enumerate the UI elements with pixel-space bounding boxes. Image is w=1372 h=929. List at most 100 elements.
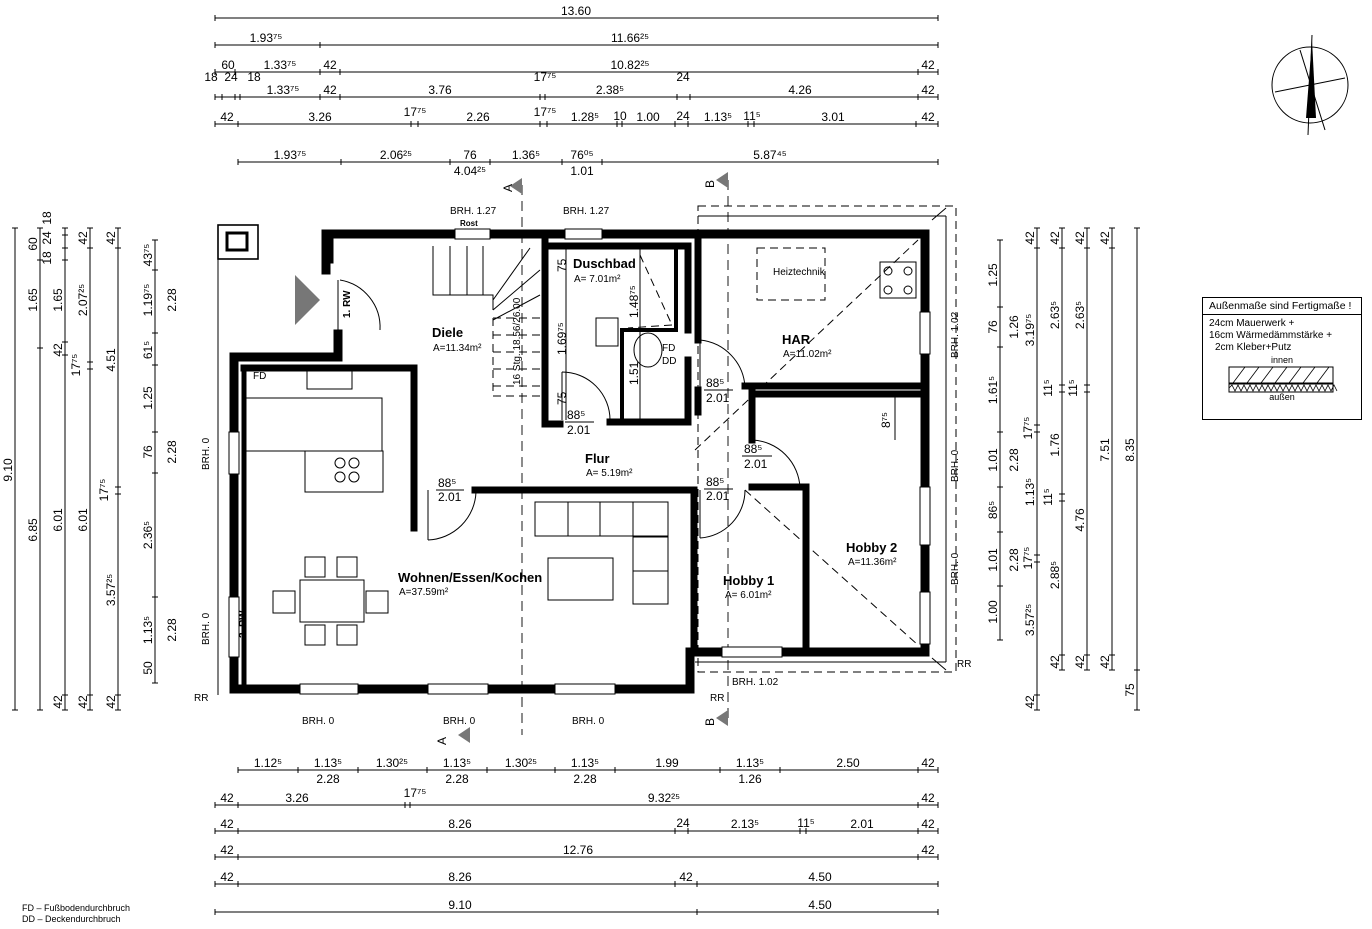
dimension-label: 24 — [676, 816, 690, 830]
bath-dimension: 75 — [555, 258, 569, 272]
dimension-label: 1.25 — [986, 263, 1000, 287]
dimension-label: 17⁷⁵ — [404, 105, 427, 119]
door-width: 88⁵ — [567, 408, 585, 422]
dimension-label: 8.35 — [1123, 438, 1137, 462]
room-name-hobby2: Hobby 2 — [846, 540, 897, 555]
dimension-label: 1.61⁵ — [986, 376, 1000, 404]
dimension-label: 2.63⁵ — [1073, 301, 1087, 329]
dimension-label: 2.28 — [165, 440, 179, 464]
dimension-label: 18 — [40, 251, 54, 265]
grate-label: Rost — [460, 219, 478, 228]
dimension-label: 17⁷⁵ — [97, 479, 111, 502]
room-area-flur: A= 5.19m² — [586, 468, 633, 479]
dimension-label: 1.01 — [570, 164, 594, 178]
dimension-label: 42 — [921, 83, 935, 97]
dimension-label: 2.28 — [1007, 448, 1021, 472]
dimension-label: 42 — [1048, 231, 1062, 245]
note-fd: FD – Fußbodendurchbruch — [22, 903, 131, 913]
section-a-bottom-marker-icon — [458, 727, 470, 743]
annotations: BRH. 1.27 Rost BRH. 1.27 BRH. 0 BRH. 0 B… — [194, 206, 971, 727]
heating-equipment — [694, 239, 919, 646]
dimension-label: 2.28 — [573, 772, 597, 786]
room-area-hobby1: A= 6.01m² — [725, 590, 772, 601]
dimension-label: 1.33⁷⁵ — [264, 58, 297, 72]
chimney — [217, 224, 259, 695]
dimension-label: 42 — [323, 83, 337, 97]
dimension-label: 1.28⁵ — [571, 110, 599, 124]
dimension-label: 4.26 — [788, 83, 812, 97]
dimension-label: 17⁷⁵ — [404, 786, 427, 800]
dimension-label: 18 — [204, 70, 218, 84]
legend-line: 16cm Wärmedämmstärke + — [1209, 330, 1333, 341]
dimension-label: 1.25 — [141, 386, 155, 410]
dimension-label: 18 — [247, 70, 261, 84]
dimension-label: 1.00 — [986, 600, 1000, 624]
dimension-label: 42 — [220, 791, 234, 805]
rr-label: RR — [710, 693, 724, 704]
dimension-label: 17⁷⁵ — [69, 354, 83, 377]
abbreviation-notes: FD – Fußbodendurchbruch DD – Deckendurch… — [22, 903, 130, 925]
room-name-har: HAR — [782, 332, 811, 347]
dimension-label: 42 — [921, 110, 935, 124]
dimension-label: 1.65 — [51, 288, 65, 312]
dimension-label: 18 — [40, 211, 54, 225]
dimension-label: 17⁷⁵ — [1021, 417, 1035, 440]
dimension-label: 42 — [1098, 231, 1112, 245]
dimension-label: 2.01 — [850, 817, 874, 831]
dimension-label: 11⁵ — [1041, 488, 1055, 505]
section-a-top-label: A — [501, 184, 515, 192]
dimension-label: 1.36⁵ — [512, 148, 540, 162]
section-b-bottom-marker-icon — [716, 710, 728, 726]
rr-label: RR — [957, 659, 971, 670]
dimension-label: 3.76 — [428, 83, 452, 97]
dimension-label: 1.26 — [738, 772, 762, 786]
dimension-label: 8.26 — [448, 870, 472, 884]
rr-label: RR — [194, 693, 208, 704]
dimension-label: 11⁵ — [743, 109, 760, 123]
dimension-label: 8.26 — [448, 817, 472, 831]
window-sill-height: BRH. 0 — [950, 449, 961, 482]
window-sill-height: BRH. 1.02 — [732, 677, 779, 688]
dimension-label: 3.01 — [821, 110, 845, 124]
window-sill-height: BRH. 1.27 — [450, 206, 497, 217]
dimension-label: 11⁵ — [797, 816, 814, 830]
dimension-label: 1.76 — [1048, 433, 1062, 457]
dimension-label: 10.82²⁵ — [611, 58, 650, 72]
dimension-label: 1.93⁷⁵ — [274, 148, 307, 162]
kitchen — [245, 368, 384, 493]
entrance-arrow-icon — [295, 275, 320, 325]
dimension-label: 76 — [986, 320, 1000, 334]
dimension-label: 42 — [220, 110, 234, 124]
dimension-label: 50 — [141, 661, 155, 675]
dimension-label: 42 — [921, 843, 935, 857]
dimension-label: 1.13⁵ — [1023, 478, 1037, 506]
dimension-label: 9.32²⁵ — [648, 791, 680, 805]
dimension-label: 42 — [1073, 231, 1087, 245]
room-name-wohnen: Wohnen/Essen/Kochen — [398, 570, 542, 585]
dimension-label: 24 — [676, 109, 690, 123]
dimension-label: 76 — [463, 148, 477, 162]
dimension-label: 2.28 — [445, 772, 469, 786]
bath-dimension: 75 — [555, 391, 569, 405]
sink-icon — [306, 368, 353, 390]
dimension-label: 2.28 — [1007, 548, 1021, 572]
room-area-hobby2: A=11.36m² — [848, 557, 897, 568]
dimension-label: 61⁵ — [141, 341, 155, 359]
dimension-label: 6.01 — [51, 508, 65, 532]
section-b-top-marker-icon — [716, 172, 728, 188]
dimension-label: 42 — [1023, 695, 1037, 709]
dimension-label: 1.13⁵ — [141, 616, 155, 644]
dimension-label: 42 — [220, 870, 234, 884]
window-sill-height: BRH. 0 — [572, 716, 605, 727]
room-name-diele: Diele — [432, 325, 463, 340]
dimension-label: 42 — [220, 843, 234, 857]
dimension-label: 1.26 — [1007, 315, 1021, 339]
dimension-label: 42 — [921, 58, 935, 72]
dimension-label: 3.57²⁵ — [104, 574, 118, 606]
dimension-label: 76⁰⁵ — [570, 148, 593, 162]
window-sill-height: BRH. 0 — [302, 716, 335, 727]
room-name-flur: Flur — [585, 451, 610, 466]
door-width: 88⁵ — [438, 476, 456, 490]
dimension-label: 42 — [51, 695, 65, 709]
